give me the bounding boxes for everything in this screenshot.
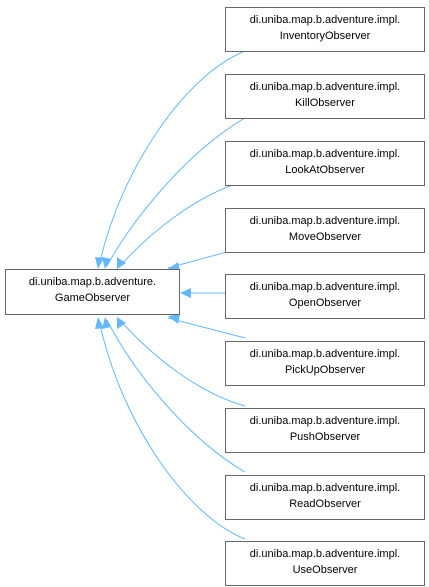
node-package: di.uniba.map.b.adventure.impl. (249, 548, 401, 560)
node-class-name: OpenObserver (288, 297, 362, 309)
edge-lookat-observer (119, 180, 246, 267)
arrowhead-use (95, 317, 104, 329)
node-move-observer[interactable]: di.uniba.map.b.adventure.impl. MoveObser… (225, 208, 425, 253)
node-class-name: UseObserver (292, 564, 358, 576)
node-open-observer[interactable]: di.uniba.map.b.adventure.impl. OpenObser… (225, 274, 425, 319)
node-read-observer[interactable]: di.uniba.map.b.adventure.impl. ReadObser… (225, 475, 425, 520)
arrowhead-open (180, 288, 191, 298)
arrowhead-push (117, 317, 126, 329)
node-pickup-observer[interactable]: di.uniba.map.b.adventure.impl. PickUpObs… (225, 341, 425, 386)
node-game-observer-package: di.uniba.map.b.adventure. (28, 276, 157, 288)
arrowhead-pickup (168, 314, 180, 324)
edge-inventory-observer (98, 50, 246, 267)
node-package: di.uniba.map.b.adventure.impl. (249, 415, 401, 427)
node-package: di.uniba.map.b.adventure.impl. (249, 482, 401, 494)
arrowhead-inventory (95, 257, 104, 269)
node-class-name: ReadObserver (289, 498, 361, 510)
node-lookat-observer[interactable]: di.uniba.map.b.adventure.impl. LookAtObs… (225, 141, 425, 186)
node-class-name: PushObserver (289, 431, 361, 443)
node-package: di.uniba.map.b.adventure.impl. (249, 348, 401, 360)
node-package: di.uniba.map.b.adventure.impl. (249, 215, 401, 227)
node-class-name: LookAtObserver (285, 164, 365, 176)
arrowhead-read (102, 317, 111, 329)
arrowhead-lookat (117, 257, 126, 269)
node-push-observer[interactable]: di.uniba.map.b.adventure.impl. PushObser… (225, 408, 425, 453)
node-use-observer[interactable]: di.uniba.map.b.adventure.impl. UseObserv… (225, 541, 425, 586)
edge-push-observer (119, 319, 246, 407)
node-class-name: InventoryObserver (279, 30, 371, 42)
edge-pickup-observer (167, 317, 246, 339)
edge-use-observer (98, 319, 246, 540)
node-package: di.uniba.map.b.adventure.impl. (249, 81, 401, 93)
node-package: di.uniba.map.b.adventure.impl. (249, 14, 401, 26)
arrowhead-kill (102, 257, 111, 269)
node-package: di.uniba.map.b.adventure.impl. (249, 148, 401, 160)
node-game-observer[interactable]: di.uniba.map.b.adventure. GameObserver (5, 269, 180, 315)
node-class-name: PickUpObserver (284, 364, 366, 376)
node-kill-observer[interactable]: di.uniba.map.b.adventure.impl. KillObser… (225, 74, 425, 119)
node-package: di.uniba.map.b.adventure.impl. (249, 281, 401, 293)
node-game-observer-name: GameObserver (54, 292, 131, 304)
edge-kill-observer (106, 117, 246, 267)
node-class-name: KillObserver (295, 97, 355, 109)
edge-read-observer (106, 319, 246, 473)
arrowhead-move (168, 262, 180, 271)
node-class-name: MoveObserver (288, 231, 362, 243)
node-inventory-observer[interactable]: di.uniba.map.b.adventure.impl. Inventory… (225, 7, 425, 52)
